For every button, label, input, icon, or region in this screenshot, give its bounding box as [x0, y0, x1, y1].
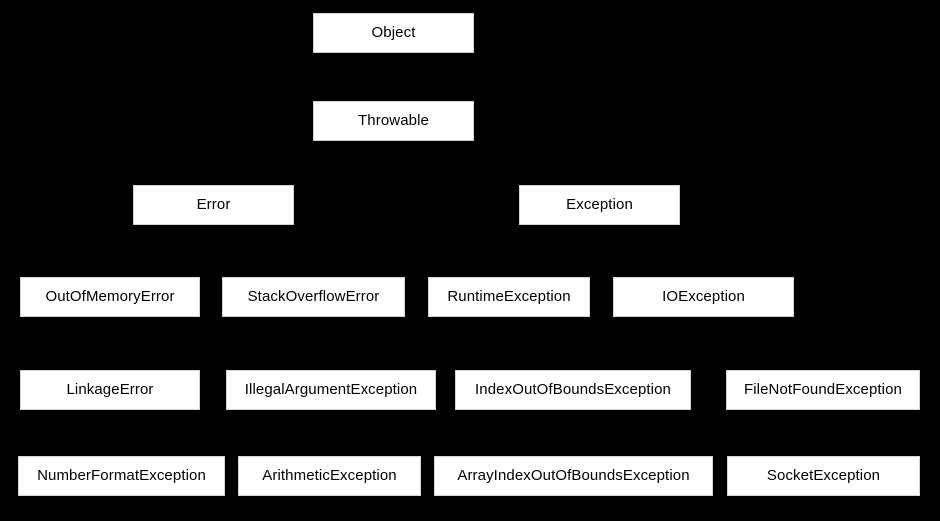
class-node-label: FileNotFoundException: [743, 381, 903, 398]
class-node-label: ArrayIndexOutOfBoundsException: [457, 467, 690, 484]
class-node-label: LinkageError: [66, 381, 154, 398]
class-node[interactable]: ArrayIndexOutOfBoundsException: [434, 456, 713, 496]
class-node-label: IllegalArgumentException: [244, 381, 418, 398]
class-node-label: Object: [371, 24, 416, 41]
class-node-label: StackOverflowError: [247, 288, 380, 305]
class-node[interactable]: Error: [133, 185, 294, 225]
class-node[interactable]: IndexOutOfBoundsException: [455, 370, 691, 410]
class-node-label: IOException: [662, 288, 745, 305]
class-node[interactable]: IllegalArgumentException: [226, 370, 436, 410]
class-node-label: RuntimeException: [447, 288, 571, 305]
class-node-label: NumberFormatException: [37, 467, 206, 484]
class-node-label: ArithmeticException: [262, 467, 397, 484]
class-node[interactable]: NumberFormatException: [18, 456, 225, 496]
class-node[interactable]: LinkageError: [20, 370, 200, 410]
class-node[interactable]: ArithmeticException: [238, 456, 421, 496]
class-node[interactable]: SocketException: [727, 456, 920, 496]
class-node[interactable]: Object: [313, 13, 474, 53]
class-node[interactable]: Exception: [519, 185, 680, 225]
class-node-label: Exception: [566, 196, 633, 213]
class-node[interactable]: IOException: [613, 277, 794, 317]
class-node[interactable]: Throwable: [313, 101, 474, 141]
class-node-label: SocketException: [766, 467, 881, 484]
class-node[interactable]: RuntimeException: [428, 277, 590, 317]
class-node-label: Throwable: [358, 112, 429, 129]
class-node[interactable]: OutOfMemoryError: [20, 277, 200, 317]
class-node[interactable]: FileNotFoundException: [726, 370, 920, 410]
class-node-label: Error: [196, 196, 231, 213]
class-node-label: IndexOutOfBoundsException: [475, 381, 671, 398]
class-node-label: OutOfMemoryError: [45, 288, 175, 305]
class-node[interactable]: StackOverflowError: [222, 277, 405, 317]
